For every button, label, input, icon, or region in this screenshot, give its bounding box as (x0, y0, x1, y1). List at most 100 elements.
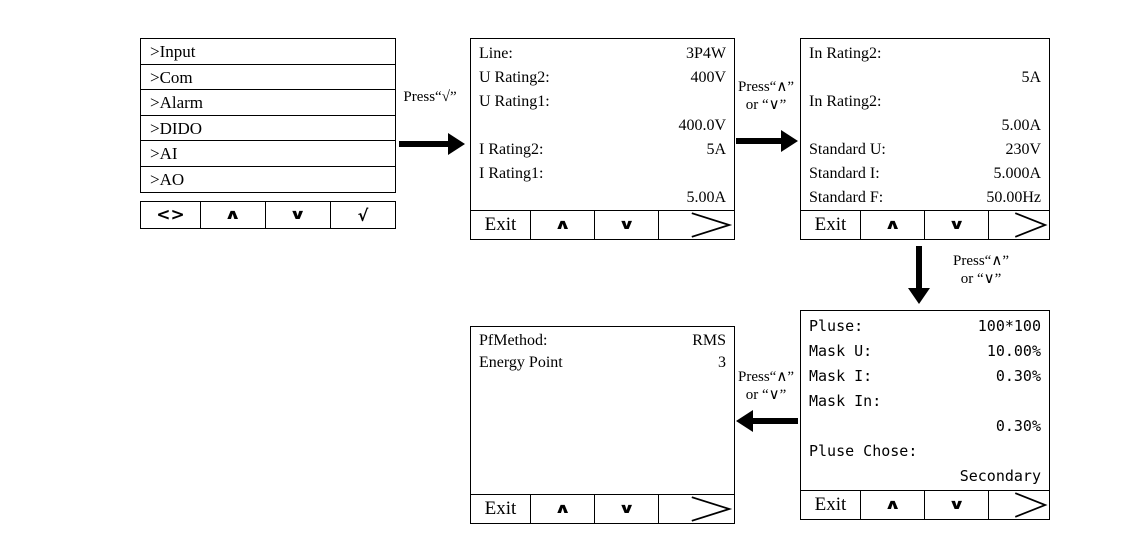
field-row: PfMethod:RMS (479, 330, 726, 352)
down-button[interactable]: ∨ (925, 211, 989, 239)
setup-menu-screen: >Input >Com >Alarm >DIDO >AI >AO <> ∧ ∨ … (140, 38, 396, 229)
field-value: 100*100 (977, 317, 1041, 335)
screen-body: Pluse: 100*100 Mask U:10.00% Mask I: 0.30%… (801, 311, 1049, 490)
arrow-right-icon (399, 133, 465, 155)
next-chevron-icon (1015, 492, 1048, 518)
field-row: Pluse: 100*100 (809, 314, 1041, 339)
in-rating-screen: In Rating2: 5A In Rating2: 5.00A Standar… (800, 38, 1050, 240)
field-row: 5A (809, 66, 1041, 90)
field-row: U Rating1: (479, 90, 726, 114)
up-button[interactable]: ∧ (531, 211, 595, 239)
field-value: 5.00A (686, 189, 726, 206)
hint-line: Press“∧” (738, 369, 794, 385)
next-chevron-icon (691, 212, 733, 238)
leftright-button[interactable]: <> (141, 202, 201, 228)
menu-item-alarm[interactable]: >Alarm (141, 90, 395, 116)
next-button[interactable] (989, 491, 1049, 519)
field-label: Standard U: (809, 141, 886, 158)
exit-button[interactable]: Exit (801, 491, 861, 519)
field-label: I Rating1: (479, 165, 544, 182)
hint-line: Press“∧” (953, 253, 1009, 269)
field-value: 5.000A (993, 165, 1041, 182)
down-symbol: ∨ (617, 217, 636, 233)
field-label: Standard F: (809, 189, 884, 206)
field-label: In Rating2: (809, 93, 882, 110)
rating-screen: Line:3P4W U Rating2:400V U Rating1: 400.… (470, 38, 735, 240)
hint-line: or “∨” (745, 387, 787, 403)
field-label: Pluse: (809, 317, 864, 335)
field-row: Mask U:10.00% (809, 339, 1041, 364)
field-row: In Rating2: (809, 90, 1041, 114)
hint-line: Press“∧” (738, 79, 794, 95)
field-label: Pluse Chose: (809, 442, 918, 460)
up-symbol: ∧ (553, 217, 572, 233)
up-symbol: ∧ (883, 217, 902, 233)
menu-item-com[interactable]: >Com (141, 65, 395, 90)
field-row: Standard F: 50.00Hz (809, 186, 1041, 210)
field-row: In Rating2: (809, 42, 1041, 66)
screen-body: In Rating2: 5A In Rating2: 5.00A Standar… (801, 39, 1049, 210)
menu-list: >Input >Com >Alarm >DIDO >AI >AO (140, 38, 396, 193)
menu-item-ai[interactable]: >AI (141, 141, 395, 167)
next-chevron-icon (1015, 212, 1048, 238)
softkey-bar: <> ∧ ∨ √ (140, 201, 396, 229)
field-row: 400.0V (479, 114, 726, 138)
field-label: I Rating2: (479, 141, 544, 158)
press-confirm-hint: Press“√” (394, 88, 466, 106)
field-label: In Rating2: (809, 45, 882, 62)
field-value: 5A (706, 141, 726, 158)
field-row: I Rating2: 5A (479, 138, 726, 162)
menu-item-input[interactable]: >Input (141, 39, 395, 65)
menu-item-ao[interactable]: >AO (150, 169, 185, 189)
softkey-bar: Exit ∧ ∨ (471, 494, 734, 523)
field-value: 400V (690, 69, 726, 86)
exit-button[interactable]: Exit (471, 495, 531, 523)
press-updown-hint: Press“∧” or “∨” (731, 368, 801, 404)
field-row: Mask In: (809, 389, 1041, 414)
field-label: Standard I: (809, 165, 880, 182)
confirm-button[interactable]: √ (357, 205, 369, 225)
field-label: Mask I: (809, 367, 873, 385)
field-value: 5A (1021, 69, 1041, 86)
field-row: Mask I: 0.30% (809, 364, 1041, 389)
field-value: Secondary (959, 467, 1041, 485)
down-button[interactable]: ∨ (595, 211, 659, 239)
up-symbol: ∧ (553, 501, 572, 517)
field-label: Mask In: (809, 392, 882, 410)
field-value: 5.00A (1001, 117, 1041, 134)
up-button[interactable]: ∧ (531, 495, 595, 523)
up-button[interactable]: ∧ (861, 211, 925, 239)
up-button[interactable]: ∧ (201, 202, 266, 228)
softkey-bar: Exit ∧ ∨ (801, 210, 1049, 239)
field-row: Secondary (809, 464, 1041, 489)
field-value: 400.0V (678, 117, 726, 134)
field-value: 0.30% (995, 367, 1041, 385)
next-button[interactable] (659, 211, 734, 239)
press-updown-hint: Press“∧” or “∨” (731, 78, 801, 114)
down-button[interactable]: ∨ (595, 495, 659, 523)
field-label: Energy Point (479, 354, 563, 371)
field-row: U Rating2: 400V (479, 66, 726, 90)
field-row: 5.00A (809, 114, 1041, 138)
next-button[interactable] (659, 495, 734, 523)
field-label: PfMethod: (479, 332, 548, 349)
field-row: 0.30% (809, 414, 1041, 439)
down-button[interactable]: ∨ (925, 491, 989, 519)
field-label: Mask U: (809, 342, 873, 360)
field-label: Line: (479, 45, 513, 62)
field-value: 50.00Hz (986, 189, 1041, 206)
screen-body: Line:3P4W U Rating2:400V U Rating1: 400.… (471, 39, 734, 210)
next-chevron-icon (691, 496, 733, 522)
field-label: U Rating2: (479, 69, 550, 86)
down-button[interactable]: ∨ (266, 202, 331, 228)
menu-item-dido[interactable]: >DIDO (141, 116, 395, 141)
exit-button[interactable]: Exit (801, 211, 861, 239)
softkey-bar: Exit ∧ ∨ (801, 490, 1049, 519)
up-button[interactable]: ∧ (861, 491, 925, 519)
up-symbol: ∧ (224, 207, 242, 223)
exit-button[interactable]: Exit (471, 211, 531, 239)
next-button[interactable] (989, 211, 1049, 239)
down-symbol: ∨ (289, 207, 307, 223)
